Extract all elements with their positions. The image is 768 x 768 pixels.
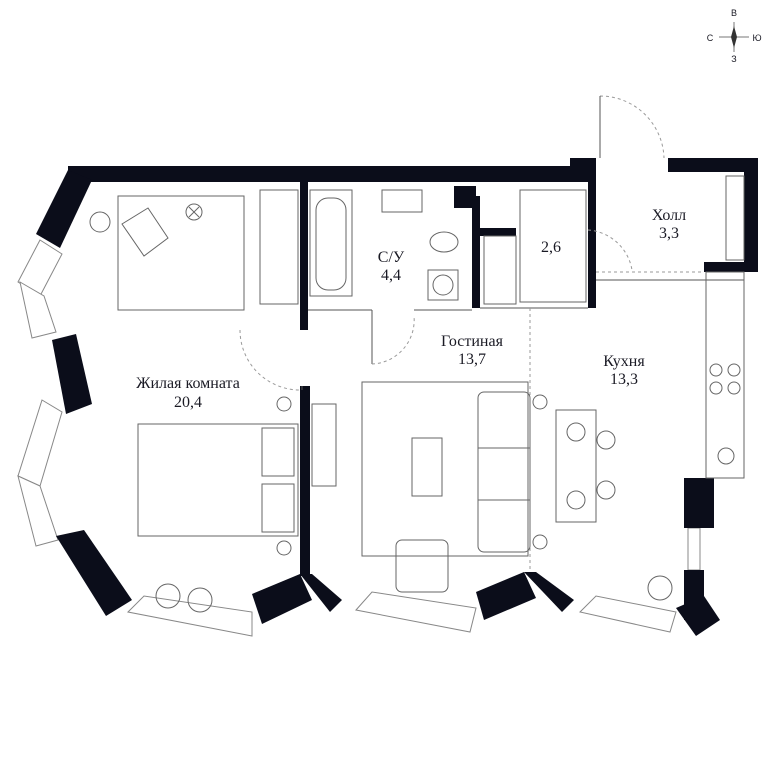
bedroom-name: Жилая комната <box>136 375 240 392</box>
bedroom-area: 20,4 <box>174 394 202 411</box>
kitchen-name: Кухня <box>603 353 645 370</box>
hall-area: 3,3 <box>659 225 679 242</box>
bedroom-furniture <box>89 189 337 613</box>
bathroom-name: С/У <box>378 249 405 266</box>
compass-south: Ю <box>752 33 761 43</box>
hall-name: Холл <box>652 207 686 224</box>
bathroom-area: 4,4 <box>381 267 401 284</box>
compass-west: З <box>731 54 736 64</box>
living-furniture <box>361 381 548 593</box>
living-area: 13,7 <box>458 351 486 368</box>
compass-north: С <box>707 33 714 43</box>
bathroom-fixtures <box>309 189 587 305</box>
interior-lines <box>301 279 744 390</box>
walls <box>36 158 758 636</box>
windows <box>17 239 701 637</box>
kitchen-furniture <box>555 175 745 601</box>
room-labels: Жилая комната 20,4 С/У 4,4 2,6 Холл 3,3 … <box>136 207 686 411</box>
kitchen-area: 13,3 <box>610 371 638 388</box>
compass: В С Ю З <box>707 8 762 64</box>
storage-area: 2,6 <box>541 239 561 256</box>
living-name: Гостиная <box>441 333 504 350</box>
compass-east: В <box>731 8 737 18</box>
